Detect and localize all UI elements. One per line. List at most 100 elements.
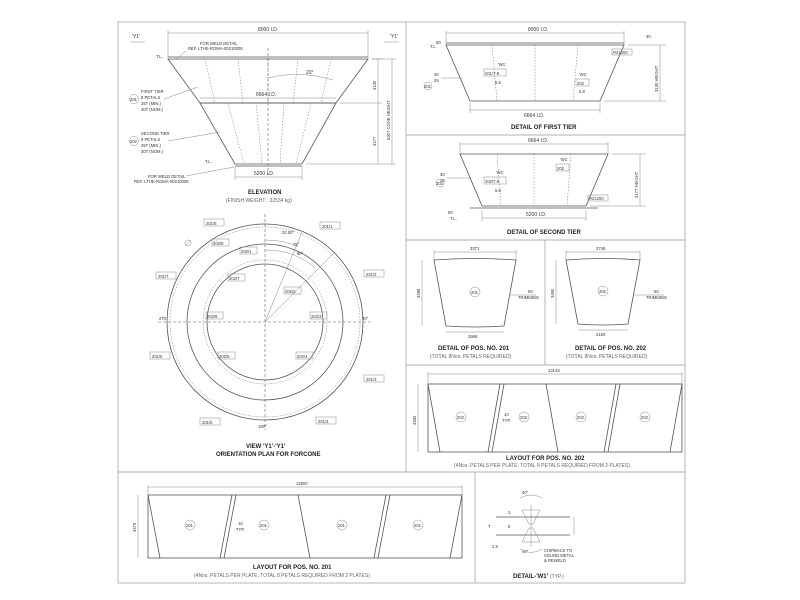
layout202-gap-note: TYP. bbox=[502, 418, 511, 423]
layout202-tag-1: 202 bbox=[457, 415, 465, 420]
tier1-top-width: 8000 I.D. bbox=[528, 27, 548, 33]
inner-tag-7: 202/7 bbox=[229, 276, 240, 281]
frame bbox=[117, 21, 686, 584]
layout201-gap-note: TYP. bbox=[236, 527, 245, 532]
layout202-tag-2: 202 bbox=[520, 415, 528, 420]
view-mark-right: 'Y1' bbox=[390, 34, 398, 40]
inner-tag-2: 202/2 bbox=[285, 289, 296, 294]
tier2-top-width: 6664 I.D. bbox=[528, 138, 548, 144]
outer-tag-2: 201/2 bbox=[366, 272, 377, 277]
elevation-title: ELEVATION bbox=[248, 190, 281, 196]
layout201-tag-3: 201 bbox=[338, 523, 346, 528]
tier2-line-4: 30T (NOM.) bbox=[141, 149, 164, 154]
layout201-subtitle: (4Nos. PETALS PER PLATE, TOTAL 8 PETALS … bbox=[194, 573, 370, 579]
layout202-gap: 10 bbox=[504, 412, 509, 417]
tier1-tag-1: 201/7-8 bbox=[485, 71, 500, 76]
elevation-tl-bottom: T.L. bbox=[205, 159, 212, 164]
pos201-bottom: 2666 bbox=[468, 334, 478, 339]
outer-tag-7: 201/7 bbox=[158, 274, 169, 279]
layout201-tag-2: 201 bbox=[260, 523, 268, 528]
pos202-title: DETAIL OF POS. NO. 202 bbox=[575, 346, 647, 352]
tier2-d50: 50 bbox=[448, 210, 453, 215]
weld-note-bottom-2: REF. LTHE-ROMA-00210005 bbox=[134, 179, 189, 184]
tier1-w1-b: 'W1' bbox=[579, 72, 587, 77]
layout201-title: LAYOUT FOR POS. NO. 201 bbox=[253, 565, 332, 571]
layout202-tag-4: 202 bbox=[641, 415, 649, 420]
w1-subtitle: (TYP.) bbox=[550, 574, 564, 580]
tier2-tag-2: 202 bbox=[557, 166, 565, 171]
weld-note-top-1: FOR WELD DETAIL bbox=[200, 41, 238, 46]
tier1-d50: 50 bbox=[436, 40, 441, 45]
w1-dim-c: 2.5 bbox=[492, 544, 498, 549]
elevation-height-lower: 3177 bbox=[372, 136, 377, 146]
tier1-t30: 30 bbox=[434, 72, 439, 77]
tier2-sub-1: 5.8 bbox=[495, 188, 501, 193]
deg-90: 90° bbox=[362, 316, 369, 321]
tier2-w1-b: 'W1' bbox=[560, 157, 568, 162]
angle-90: 90° bbox=[297, 251, 304, 256]
tier2-w1-a: 'W1' bbox=[496, 170, 504, 175]
inner-tag-6: 202/6 bbox=[207, 314, 218, 319]
pos201-subtitle: (TOTAL 8Nos. PETALS REQUIRED) bbox=[430, 354, 512, 360]
tier1-t30-r: 30 bbox=[646, 34, 651, 39]
pos202-subtitle: (TOTAL 8Nos. PETALS REQUIRED) bbox=[566, 354, 648, 360]
w1-dim-t: T bbox=[488, 524, 491, 529]
tier2-title: DETAIL OF SECOND TIER bbox=[507, 230, 581, 236]
view-mark-left: 'Y1' bbox=[132, 34, 140, 40]
inner-tag-3: 202/3 bbox=[311, 314, 322, 319]
elevation-tl-top: T.L. bbox=[156, 54, 163, 59]
layout201-tag-1: 201 bbox=[186, 523, 194, 528]
orientation-title-2: ORIENTATION PLAN FOR FORCONE bbox=[216, 452, 320, 458]
tier1-tag-2: 202 bbox=[577, 81, 585, 86]
pos201-dim: 50 bbox=[528, 289, 533, 294]
deg-270: 270 bbox=[159, 316, 167, 321]
layout201-height: 3470 bbox=[132, 522, 137, 532]
w1-dim-b: 5 bbox=[508, 524, 511, 529]
tier2-line-3: 25T (MIN.) bbox=[141, 143, 162, 148]
inner-tag-1: 202/1 bbox=[241, 249, 252, 254]
inner-tags: 202/8 202/1 202/7 202/2 202/6 202/3 202/… bbox=[205, 238, 328, 360]
detail-pos-202: 2746 202 3480 50 TRIMMING 2160 DETAIL OF… bbox=[550, 246, 667, 360]
tier1-w1-a: 'W1' bbox=[498, 62, 506, 67]
tier2-bottom-width: 5200 I.D. bbox=[526, 212, 546, 218]
tier2-label: 202 bbox=[436, 181, 444, 186]
tier2-t25: 25 bbox=[440, 178, 445, 183]
layout202-subtitle: (4Nos. PETALS PER PLATE, TOTAL 8 PETALS … bbox=[454, 463, 630, 469]
w1-title: DETAIL-'W1' bbox=[513, 574, 549, 580]
detail-first-tier: 8000 I.D. 'W1' 201/7-8 5.8 'W1' 202 5.8 … bbox=[423, 27, 666, 131]
tier1-label: 201 bbox=[424, 84, 432, 89]
pos201-title: DETAIL OF POS. NO. 201 bbox=[438, 346, 510, 352]
pos202-height: 3480 bbox=[550, 288, 555, 298]
pos202-note: TRIMMING bbox=[646, 295, 667, 300]
tier1-tag: 201 bbox=[130, 97, 138, 102]
tier2-tag-1: 202/7-8 bbox=[485, 179, 500, 184]
outer-tag-5: 201/5 bbox=[202, 420, 213, 425]
tier1-line-1: FIRST TIER bbox=[141, 89, 164, 94]
pos202-dim: 50 bbox=[654, 289, 659, 294]
inner-tag-4: 202/4 bbox=[297, 354, 308, 359]
layout-pos-202: 13143 202 202 202 202 10 TYP. 3480 LAYOU… bbox=[412, 368, 683, 469]
w1-dim-a: 3 bbox=[508, 510, 511, 515]
tier1-tl: T.L. bbox=[430, 44, 437, 49]
pos202-bottom: 2160 bbox=[596, 332, 606, 337]
outer-tag-8: 201/8 bbox=[206, 221, 217, 226]
outer-tags: 201/8 201/1 201/7 201/2 201/6 201/3 201/… bbox=[149, 218, 385, 426]
angle-22-5: 22.50° bbox=[282, 230, 294, 235]
tier1-bottom-width: 6664 I.D. bbox=[524, 113, 544, 119]
pos201-tag: 201 bbox=[471, 290, 479, 295]
elevation-cone-height: 6307 CONE HEIGHT bbox=[386, 100, 391, 140]
deg-180: 180° bbox=[258, 424, 267, 429]
inner-tag-8: 202/8 bbox=[213, 241, 224, 246]
w1-note-2: SOUND METAL bbox=[544, 553, 575, 558]
tier2-tag: 202 bbox=[130, 139, 138, 144]
w1-angle-top: 40° bbox=[522, 490, 529, 495]
w1-note-3: & REWELD bbox=[544, 558, 566, 563]
layout202-title: LAYOUT FOR POS. NO. 202 bbox=[506, 456, 585, 462]
tier1-title: DETAIL OF FIRST TIER bbox=[511, 125, 577, 131]
layout202-height: 3480 bbox=[412, 415, 417, 425]
outer-tag-1: 201/1 bbox=[322, 224, 333, 229]
elevation-top-width: 8000 I.D. bbox=[258, 27, 278, 33]
angle-45: 45° bbox=[293, 242, 300, 247]
tier2-line-1: SECOND TIER bbox=[141, 131, 170, 136]
